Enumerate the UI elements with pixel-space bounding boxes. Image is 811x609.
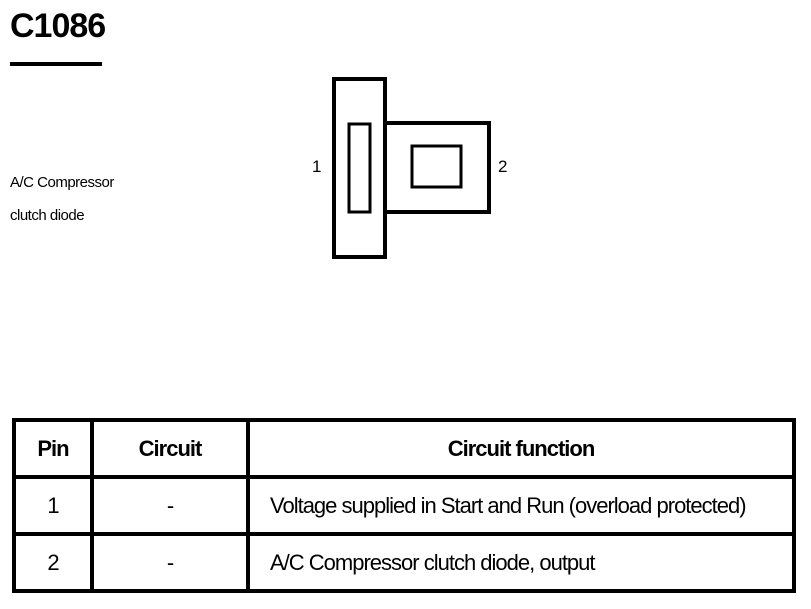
connector-body-left [332,77,387,259]
cell-function: Voltage supplied in Start and Run (overl… [246,475,796,536]
cell-function: A/C Compressor clutch diode, output [246,532,796,593]
component-label-line-2: clutch diode [10,207,85,224]
connector-body-right [385,121,491,214]
header-circuit-function: Circuit function [246,418,796,479]
title-underline [10,62,102,66]
connector-title: C1086 [10,7,106,45]
cell-circuit: - [90,475,250,536]
cell-pin: 1 [12,475,94,536]
table-row: 1 - Voltage supplied in Start and Run (o… [12,475,796,536]
pin-label-1: 1 [312,157,322,176]
header-circuit: Circuit [90,418,250,479]
connector-diagram [332,77,491,259]
connector-pin-1-slot [347,122,372,214]
cell-pin: 2 [12,532,94,593]
pin-table: Pin Circuit Circuit function 1 - Voltage… [12,418,796,593]
component-label-line-1: A/C Compressor [10,174,114,191]
component-label: A/C Compressor clutch diode [10,166,150,232]
cell-circuit: - [90,532,250,593]
pin-label-2: 2 [498,157,508,176]
connector-pin-2-slot [410,144,463,189]
table-row: 2 - A/C Compressor clutch diode, output [12,532,796,593]
table-header-row: Pin Circuit Circuit function [12,418,796,479]
header-pin: Pin [12,418,94,479]
